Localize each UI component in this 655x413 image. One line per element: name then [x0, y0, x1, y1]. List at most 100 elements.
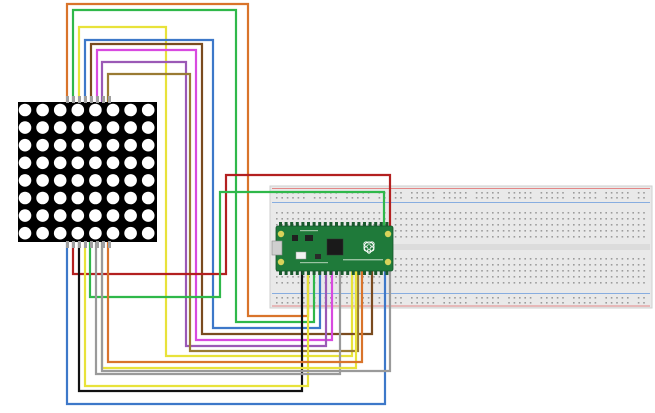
- led-dot: [141, 138, 155, 152]
- pico-pin-bottom: [307, 270, 310, 275]
- breadboard-hole: [616, 276, 618, 278]
- breadboard-hole: [621, 230, 624, 232]
- pico-pin-top: [363, 222, 366, 227]
- breadboard-hole: [546, 218, 548, 220]
- breadboard-hole: [513, 302, 516, 304]
- breadboard-hole: [605, 282, 607, 284]
- breadboard-hole: [497, 270, 499, 272]
- breadboard-hole: [573, 270, 575, 272]
- breadboard-hole: [632, 230, 634, 232]
- breadboard-hole: [502, 258, 505, 260]
- breadboard-hole: [416, 236, 418, 238]
- breadboard-hole: [600, 218, 602, 220]
- breadboard-hole: [346, 297, 348, 299]
- breadboard-hole: [427, 197, 429, 199]
- breadboard-hole: [330, 297, 332, 299]
- breadboard-hole: [308, 282, 310, 284]
- breadboard-hole: [562, 276, 564, 278]
- breadboard-hole: [454, 264, 456, 266]
- breadboard-hole: [481, 212, 483, 214]
- breadboard-hole: [346, 282, 348, 284]
- breadboard-hole: [432, 197, 435, 199]
- breadboard-hole: [583, 276, 586, 278]
- raspberry-pi-logo-icon: [363, 241, 375, 254]
- led-dot: [141, 191, 155, 205]
- breadboard-hole: [394, 230, 397, 232]
- breadboard-hole: [432, 212, 435, 214]
- breadboard-hole: [508, 258, 510, 260]
- breadboard-hole: [600, 258, 602, 260]
- breadboard-hole: [627, 230, 629, 232]
- breadboard-hole: [475, 282, 478, 284]
- breadboard-hole: [470, 282, 472, 284]
- led-dot: [18, 138, 32, 152]
- breadboard-hole: [616, 212, 618, 214]
- breadboard-hole: [573, 230, 575, 232]
- breadboard-hole: [551, 264, 553, 266]
- breadboard-hole: [475, 192, 478, 194]
- breadboard-hole: [546, 192, 548, 194]
- pico-regulator: [315, 254, 321, 259]
- breadboard-hole: [400, 197, 402, 199]
- green-wire: [71, 8, 316, 324]
- breadboard-hole: [524, 297, 526, 299]
- pico-pin-top: [307, 222, 310, 227]
- breadboard-hole: [519, 224, 521, 226]
- breadboard-hole: [421, 236, 424, 238]
- wires: [65, 2, 392, 406]
- led-dot: [106, 121, 120, 134]
- breadboard-hole: [524, 218, 526, 220]
- breadboard-hole: [529, 236, 532, 238]
- breadboard-hole: [621, 192, 624, 194]
- breadboard-hole: [637, 297, 640, 299]
- breadboard-hole: [340, 212, 343, 214]
- breadboard-hole: [583, 270, 586, 272]
- breadboard-hole: [448, 302, 451, 304]
- breadboard-hole: [610, 302, 613, 304]
- breadboard-hole: [427, 297, 429, 299]
- breadboard-hole: [556, 282, 559, 284]
- breadboard-hole: [297, 302, 300, 304]
- breadboard-hole: [459, 236, 462, 238]
- breadboard-hole: [627, 197, 629, 199]
- breadboard-hole: [546, 264, 548, 266]
- breadboard-hole: [378, 212, 381, 214]
- matrix-pin-top: [66, 96, 69, 103]
- breadboard-hole: [535, 236, 537, 238]
- breadboard-hole: [594, 302, 597, 304]
- led-dot: [106, 156, 120, 170]
- breadboard-hole: [616, 236, 618, 238]
- breadboard-hole: [562, 236, 564, 238]
- breadboard-hole: [465, 197, 467, 199]
- breadboard-hole: [535, 264, 537, 266]
- breadboard-hole: [427, 218, 429, 220]
- breadboard-hole: [589, 218, 591, 220]
- breadboard-hole: [524, 224, 526, 226]
- breadboard-hole: [583, 192, 586, 194]
- breadboard-hole: [357, 218, 359, 220]
- pico-pin-top: [346, 222, 350, 227]
- breadboard-hole: [286, 218, 289, 220]
- breadboard-hole: [481, 276, 483, 278]
- pico-pin-bottom: [329, 270, 333, 275]
- breadboard-hole: [637, 224, 640, 226]
- breadboard-hole: [481, 218, 483, 220]
- breadboard-hole: [594, 297, 597, 299]
- breadboard-hole: [454, 218, 456, 220]
- brown-wire: [89, 42, 374, 336]
- breadboard-hole: [567, 230, 570, 232]
- gray-wire: [94, 228, 342, 376]
- breadboard-hole: [594, 276, 597, 278]
- breadboard-hole: [616, 218, 618, 220]
- breadboard-hole: [551, 302, 553, 304]
- breadboard-hole: [524, 270, 526, 272]
- led-dot: [36, 174, 49, 187]
- breadboard-hole: [292, 297, 294, 299]
- led-dot: [53, 209, 67, 222]
- pico-pin-bottom: [385, 270, 389, 275]
- breadboard-hole: [362, 302, 364, 304]
- breadboard-hole: [448, 197, 451, 199]
- breadboard-hole: [481, 258, 483, 260]
- breadboard-hole: [610, 192, 613, 194]
- breadboard-hole: [551, 218, 553, 220]
